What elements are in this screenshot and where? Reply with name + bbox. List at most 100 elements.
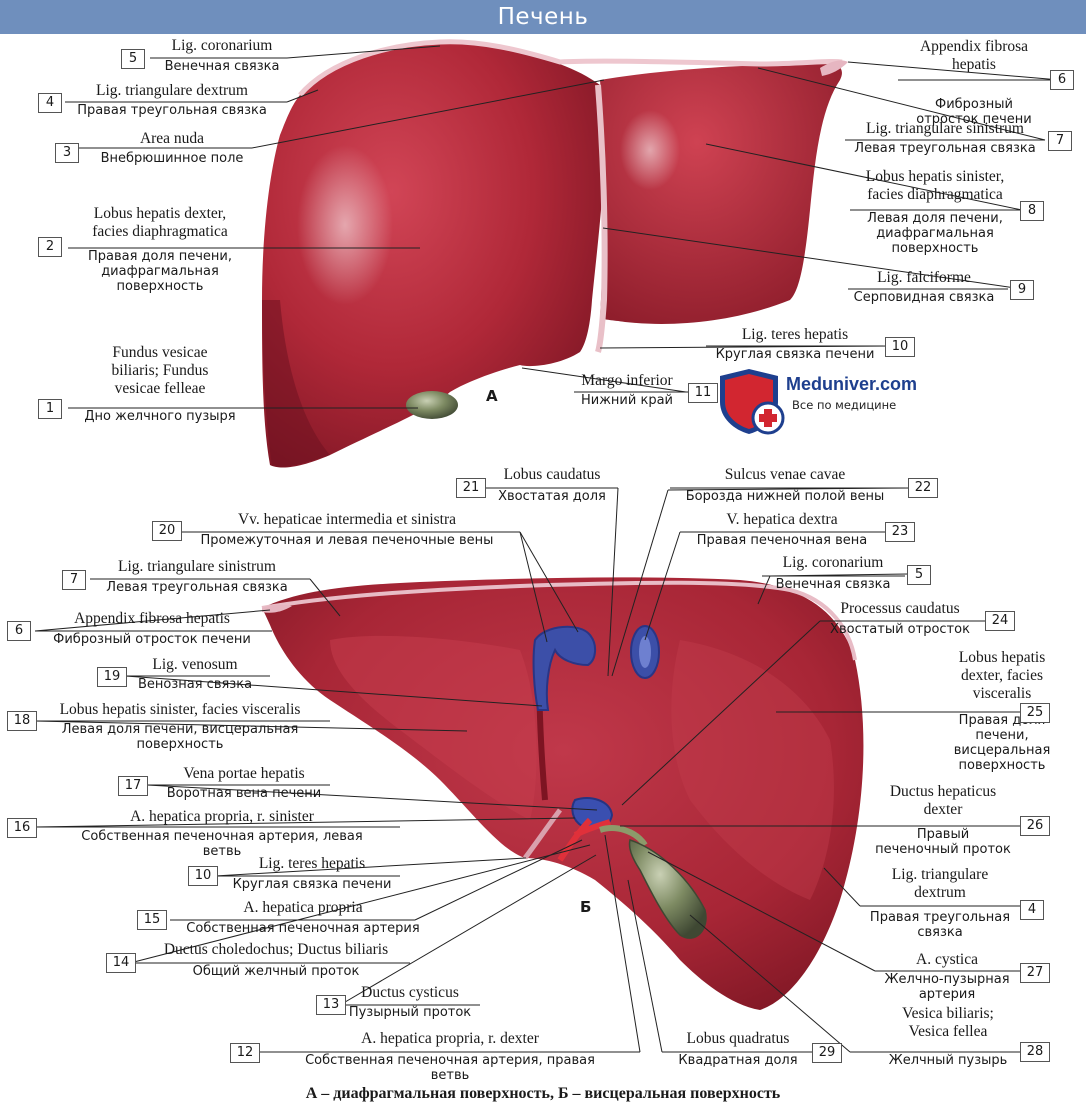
- label-number-box: 13: [316, 995, 346, 1015]
- label-number-box: 10: [188, 866, 218, 886]
- label-russian-8: Левая доля печени, диафрагмальная поверх…: [867, 211, 1003, 256]
- label-russian-9: Серповидная связка: [853, 290, 995, 305]
- label-number-box: 10: [885, 337, 915, 357]
- label-latin-7: Lig. triangulare sinistrum: [866, 120, 1024, 137]
- label-number-box: 15: [137, 910, 167, 930]
- brand-name: Meduniver.com: [786, 374, 918, 394]
- label-russian-10: Круглая связка печени: [232, 877, 392, 892]
- label-number-box: 6: [1050, 70, 1074, 90]
- label-russian-4: Правая треугольная связка: [869, 910, 1011, 940]
- lateral-shadow: [262, 300, 330, 467]
- label-latin-23: V. hepatica dextra: [726, 511, 838, 528]
- label-number-box: 23: [885, 522, 915, 542]
- label-latin-3: Area nuda: [139, 130, 205, 147]
- ligamentum-teres: [523, 808, 563, 860]
- label-number-box: 9: [1010, 280, 1034, 300]
- label-russian-15: Собственная печеночная артерия: [186, 921, 420, 936]
- label-number-box: 6: [7, 621, 31, 641]
- label-russian-2: Правая доля печени, диафрагмальная повер…: [87, 249, 233, 294]
- label-russian-16: Собственная печеночная артерия, левая ве…: [81, 829, 363, 859]
- label-latin-2: Lobus hepatis dexter, facies diaphragmat…: [92, 205, 228, 240]
- label-latin-28: Vesica biliaris; Vesica fellea: [902, 1005, 994, 1040]
- label-latin-21: Lobus caudatus: [503, 466, 601, 483]
- gallbladder: [628, 839, 707, 939]
- appendix-fibrosa: [820, 60, 848, 76]
- gallbladder-fundus: [406, 391, 458, 419]
- label-number-box: 28: [1020, 1042, 1050, 1062]
- label-latin-19: Lig. venosum: [152, 656, 238, 673]
- highlight-left: [620, 110, 680, 190]
- label-russian-6: Фиброзный отросток печени: [53, 632, 251, 647]
- figure-caption: А – диафрагмальная поверхность, Б – висц…: [305, 1085, 781, 1102]
- label-number-box: 8: [1020, 201, 1044, 221]
- label-number-box: 5: [907, 565, 931, 585]
- view-a-letter: А: [486, 387, 498, 405]
- label-russian-19: Венозная связка: [137, 677, 253, 692]
- label-number-box: 4: [38, 93, 62, 113]
- hepatic-artery: [557, 817, 611, 862]
- label-latin-27: A. cystica: [916, 951, 978, 968]
- label-latin-17: Vena portae hepatis: [183, 765, 305, 782]
- label-number-box: 7: [62, 570, 86, 590]
- label-number-box: 19: [97, 667, 127, 687]
- label-russian-4: Правая треугольная связка: [77, 103, 267, 118]
- label-number-box: 7: [1048, 131, 1072, 151]
- label-number-box: 27: [1020, 963, 1050, 983]
- label-russian-13: Пузырный проток: [348, 1005, 472, 1020]
- label-russian-11: Нижний край: [581, 393, 673, 408]
- label-latin-26: Ductus hepaticus dexter: [889, 783, 997, 818]
- coronary-ligament-visceral: [261, 580, 857, 661]
- label-latin-12: A. hepatica propria, r. dexter: [361, 1030, 539, 1047]
- label-russian-17: Воротная вена печени: [166, 786, 322, 801]
- label-number-box: 22: [908, 478, 938, 498]
- label-number-box: 4: [1020, 900, 1044, 920]
- meduniver-logo[interactable]: Meduniver.com Все по медицине: [716, 368, 918, 436]
- label-russian-6: Фиброзный отросток печени: [916, 97, 1032, 127]
- shield-cross-icon: [720, 369, 785, 435]
- label-number-box: 2: [38, 237, 62, 257]
- label-latin-18: Lobus hepatis sinister, facies viscerali…: [59, 701, 301, 718]
- label-number-box: 20: [152, 521, 182, 541]
- falciform-ligament: [595, 84, 608, 353]
- coronary-ligament-edge: [298, 39, 843, 97]
- label-latin-5: Lig. coronarium: [171, 37, 273, 54]
- bile-duct: [599, 825, 648, 847]
- label-number-box: 11: [688, 383, 718, 403]
- label-latin-29: Lobus quadratus: [686, 1030, 790, 1047]
- label-latin-4: Lig. triangulare dextrum: [96, 82, 248, 99]
- label-latin-20: Vv. hepaticae intermedia et sinistra: [237, 511, 457, 528]
- label-latin-5: Lig. coronarium: [782, 554, 884, 571]
- label-latin-1: Fundus vesicae biliaris; Fundus vesicae …: [111, 344, 209, 397]
- label-russian-24: Хвостатый отросток: [830, 622, 970, 637]
- label-number-box: 14: [106, 953, 136, 973]
- label-russian-5: Венечная связка: [775, 577, 891, 592]
- label-russian-28: Желчный пузырь: [888, 1053, 1008, 1068]
- label-russian-27: Желчно-пузырная артерия: [884, 972, 1010, 1002]
- label-number-box: 29: [812, 1043, 842, 1063]
- label-russian-22: Борозда нижней полой вены: [685, 489, 885, 504]
- label-russian-23: Правая печеночная вена: [696, 533, 868, 548]
- label-latin-11: Margo inferior: [581, 372, 673, 389]
- label-russian-18: Левая доля печени, висцеральная поверхно…: [61, 722, 299, 752]
- page-title: Печень: [497, 4, 589, 30]
- label-latin-7: Lig. triangulare sinistrum: [118, 558, 276, 575]
- label-latin-6: Appendix fibrosa hepatis: [919, 38, 1029, 73]
- label-latin-10: Lig. teres hepatis: [258, 855, 366, 872]
- hepatic-veins-intermediate-left: [532, 625, 596, 711]
- label-number-box: 25: [1020, 703, 1050, 723]
- visceral-left-lobe-shade: [330, 635, 537, 820]
- label-russian-20: Промежуточная и левая печеночные вены: [200, 533, 494, 548]
- label-latin-24: Processus caudatus: [840, 600, 960, 617]
- label-latin-25: Lobus hepatis dexter, facies visceralis: [958, 649, 1046, 702]
- label-latin-10: Lig. teres hepatis: [741, 326, 849, 343]
- label-number-box: 24: [985, 611, 1015, 631]
- view-b-letter: Б: [580, 898, 592, 916]
- appendix-fibrosa-visceral: [262, 604, 292, 613]
- label-russian-10: Круглая связка печени: [715, 347, 875, 362]
- label-number-box: 5: [121, 49, 145, 69]
- label-number-box: 18: [7, 711, 37, 731]
- label-latin-13: Ductus cysticus: [361, 984, 459, 1001]
- label-number-box: 17: [118, 776, 148, 796]
- label-number-box: 26: [1020, 816, 1050, 836]
